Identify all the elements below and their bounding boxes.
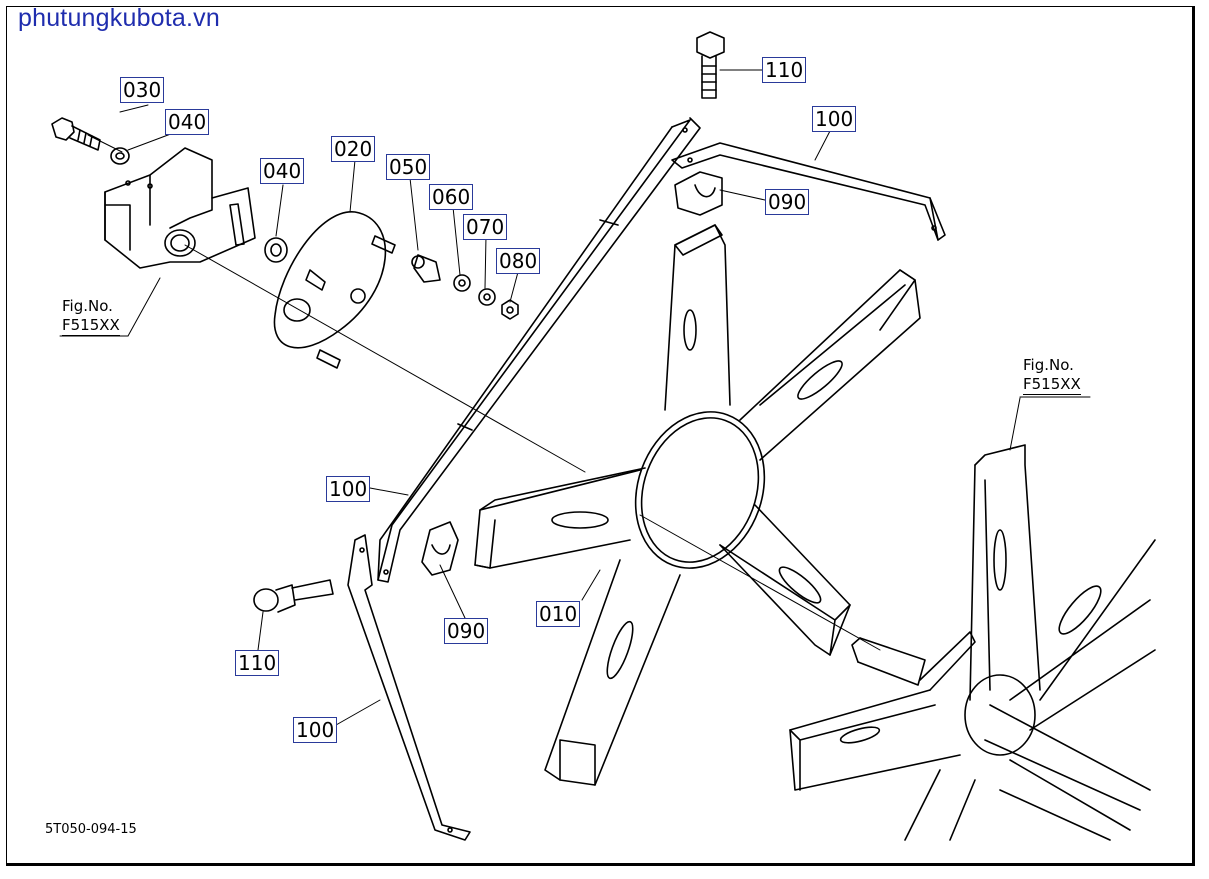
fig-reference-left-line1: Fig.No. — [62, 297, 113, 315]
reel-shaft — [851, 637, 926, 686]
clamp-090-top — [674, 171, 723, 216]
callout-100-mid: 100 — [326, 476, 371, 502]
washer-040-mid — [264, 237, 288, 263]
bolt-110-bottom — [253, 579, 334, 613]
washer-040-left — [110, 147, 130, 165]
callout-100-bottom: 100 — [293, 717, 338, 743]
bolt-110-top — [696, 31, 725, 99]
callout-080: 080 — [496, 248, 541, 274]
nut-080 — [501, 299, 519, 320]
fig-reference-left-line2: F515XX — [62, 316, 120, 336]
callout-090-bottom: 090 — [444, 618, 489, 644]
washer-060 — [453, 274, 471, 292]
reel-spider-right — [789, 444, 1156, 841]
fig-reference-right: Fig.No. F515XX — [1023, 356, 1081, 395]
callout-060: 060 — [429, 184, 474, 210]
callout-110-bottom: 110 — [235, 650, 280, 676]
plate-020 — [273, 211, 396, 369]
callout-040-mid: 040 — [260, 158, 305, 184]
reel-spider-010 — [474, 224, 921, 786]
fig-reference-right-line1: Fig.No. — [1023, 356, 1074, 374]
callout-010: 010 — [536, 601, 581, 627]
clamp-090-bottom — [421, 521, 459, 576]
mount-bracket — [104, 147, 256, 269]
bar-100-top — [671, 142, 946, 241]
fig-reference-left: Fig.No. F515XX — [62, 297, 120, 336]
callout-070: 070 — [463, 214, 508, 240]
spacer-050 — [411, 254, 441, 283]
drawing-code: 5T050-094-15 — [45, 822, 137, 837]
callout-110-top: 110 — [762, 57, 807, 83]
callout-040-left: 040 — [165, 109, 210, 135]
bar-100-diagonal — [377, 117, 701, 583]
bolt-030 — [51, 117, 101, 151]
callout-020: 020 — [331, 136, 376, 162]
callout-100-top: 100 — [812, 106, 857, 132]
watermark-text: phutungkubota.vn — [18, 4, 220, 32]
bar-100-lower — [347, 534, 471, 841]
leader-lines — [59, 69, 1091, 726]
fig-reference-right-line2: F515XX — [1023, 375, 1081, 395]
callout-050: 050 — [386, 154, 431, 180]
washer-070 — [478, 288, 496, 306]
callout-030: 030 — [120, 77, 165, 103]
callout-090-top: 090 — [765, 189, 810, 215]
drawing-frame — [6, 6, 1195, 866]
